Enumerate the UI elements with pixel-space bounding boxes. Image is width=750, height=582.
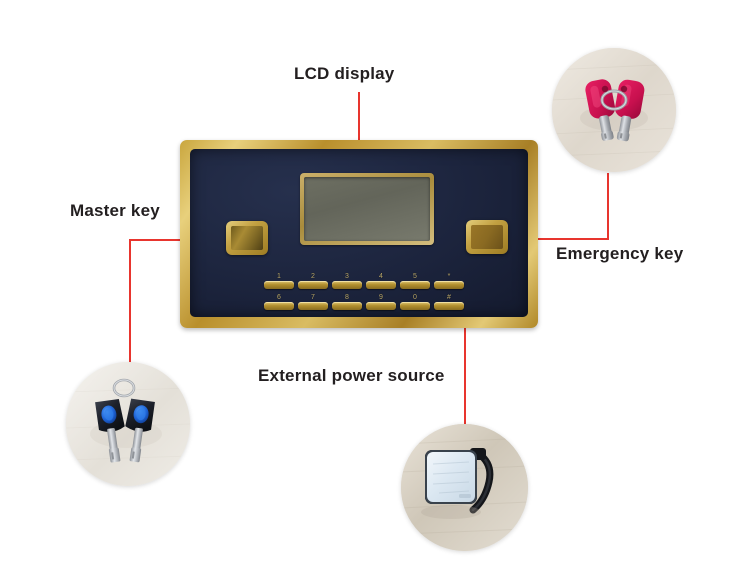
key-1[interactable]: 1 [264, 273, 294, 289]
label-lcd-display: LCD display [294, 64, 395, 83]
key-8-button[interactable] [332, 302, 362, 310]
keypad: 1 2 3 4 5 [264, 273, 464, 315]
leader-line-external-power [464, 328, 466, 428]
master-key-illustration [66, 362, 190, 486]
master-key-lock-core [231, 226, 263, 250]
keypad-row-1: 1 2 3 4 5 [264, 273, 464, 289]
leader-line-master-vertical [129, 239, 131, 364]
key-2[interactable]: 2 [298, 273, 328, 289]
lcd-display [300, 173, 434, 245]
key-2-button[interactable] [298, 281, 328, 289]
leader-line-emergency-horizontal [492, 238, 609, 240]
key-5-label: 5 [413, 273, 417, 280]
key-7[interactable]: 7 [298, 294, 328, 310]
label-emergency-key: Emergency key [556, 244, 684, 263]
key-6-button[interactable] [264, 302, 294, 310]
keypad-row-2: 6 7 8 9 0 [264, 294, 464, 310]
key-4-label: 4 [379, 273, 383, 280]
label-external-power-source: External power source [258, 366, 445, 385]
key-3-label: 3 [345, 273, 349, 280]
key-1-button[interactable] [264, 281, 294, 289]
key-0-label: 0 [413, 294, 417, 301]
key-9-label: 9 [379, 294, 383, 301]
key-0[interactable]: 0 [400, 294, 430, 310]
key-star-button[interactable] [434, 281, 464, 289]
key-0-button[interactable] [400, 302, 430, 310]
photo-emergency-key [552, 48, 676, 172]
key-7-label: 7 [311, 294, 315, 301]
key-5[interactable]: 5 [400, 273, 430, 289]
key-1-label: 1 [277, 273, 281, 280]
panel-face: 1 2 3 4 5 [190, 149, 528, 317]
key-hash[interactable]: # [434, 294, 464, 310]
key-5-button[interactable] [400, 281, 430, 289]
key-9-button[interactable] [366, 302, 396, 310]
leader-line-emergency-vertical [607, 173, 609, 239]
label-master-key: Master key [70, 201, 160, 220]
photo-external-power-source [401, 424, 528, 551]
key-3[interactable]: 3 [332, 273, 362, 289]
key-4[interactable]: 4 [366, 273, 396, 289]
key-8-label: 8 [345, 294, 349, 301]
photo-master-key [66, 362, 190, 486]
key-9[interactable]: 9 [366, 294, 396, 310]
emergency-key-lock-core [471, 225, 503, 249]
key-hash-label: # [447, 294, 451, 301]
lcd-screen [304, 177, 430, 241]
external-power-illustration [401, 424, 528, 551]
master-key-lock[interactable] [226, 221, 268, 255]
key-7-button[interactable] [298, 302, 328, 310]
key-2-label: 2 [311, 273, 315, 280]
key-4-button[interactable] [366, 281, 396, 289]
key-8[interactable]: 8 [332, 294, 362, 310]
key-hash-button[interactable] [434, 302, 464, 310]
key-6-label: 6 [277, 294, 281, 301]
leader-line-master-horizontal [129, 239, 223, 241]
key-star-label: * [447, 273, 451, 280]
emergency-key-illustration [552, 48, 676, 172]
safe-lock-panel: 1 2 3 4 5 [180, 140, 538, 328]
key-star[interactable]: * [434, 273, 464, 289]
emergency-key-lock[interactable] [466, 220, 508, 254]
key-3-button[interactable] [332, 281, 362, 289]
key-6[interactable]: 6 [264, 294, 294, 310]
